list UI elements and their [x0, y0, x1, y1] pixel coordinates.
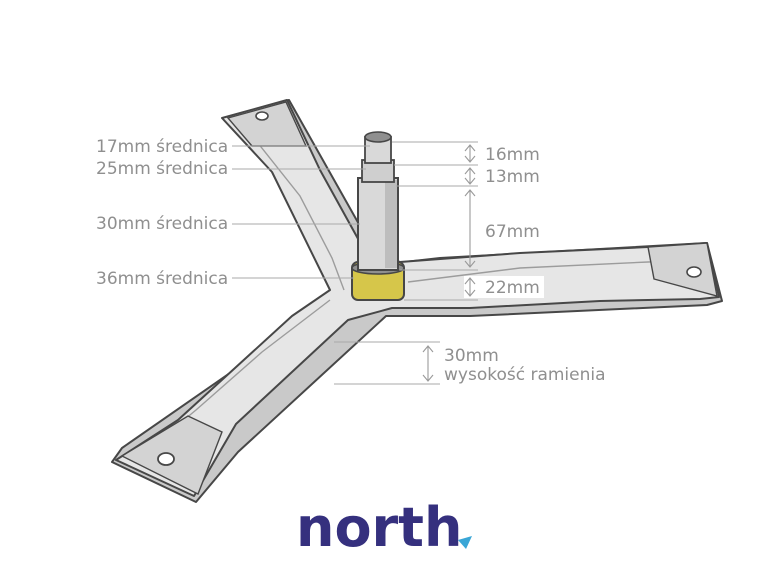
diameter-callouts: 17mm średnica 25mm średnica 30mm średnic… [96, 137, 370, 289]
dim-67mm-label: 67mm [485, 222, 540, 242]
bolt-hole-bottom [157, 452, 175, 466]
arm-height-text: wysokość ramienia [444, 365, 606, 385]
brand-accent-icon [458, 536, 472, 549]
dim-16mm-label: 16mm [485, 145, 540, 165]
dim-16mm-arrow [464, 144, 476, 163]
bolt-hole-right [686, 266, 702, 278]
dim-22mm-label: 22mm [485, 278, 540, 298]
shaft-tip-top [364, 131, 392, 143]
shaft [351, 131, 405, 301]
dim-22mm-arrow [464, 277, 476, 297]
label-30mm-diameter: 30mm średnica [96, 214, 228, 234]
pad-right [647, 242, 718, 297]
brand-wordmark: north [296, 496, 462, 559]
label-36mm-diameter: 36mm średnica [96, 269, 228, 289]
arm-height-value: 30mm [444, 346, 499, 366]
label-17mm-diameter: 17mm średnica [96, 137, 228, 157]
label-25mm-diameter: 25mm średnica [96, 159, 228, 179]
dim-arm-height-arrow [422, 345, 434, 382]
dim-13mm-label: 13mm [485, 167, 540, 187]
length-dimensions: 16mm 13mm 67mm 22mm [392, 141, 544, 301]
dim-22mm-bg [464, 276, 544, 298]
bolt-hole-top [255, 111, 269, 121]
dim-13mm-arrow [464, 167, 476, 185]
dim-67mm-arrow [464, 189, 476, 268]
shaft-body-shade [385, 180, 397, 268]
arm-height-dimension: 30mm wysokość ramienia [334, 341, 606, 385]
bracket-rib-left [245, 127, 345, 291]
north-logo: north [296, 496, 472, 559]
